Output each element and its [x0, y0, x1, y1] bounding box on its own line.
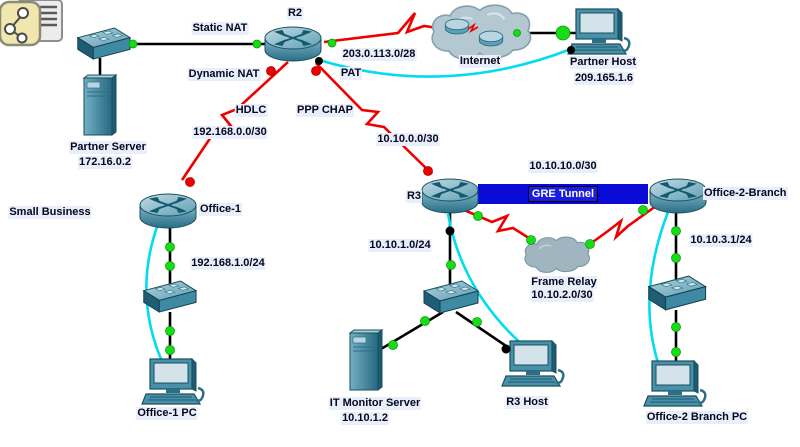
cable-console-r3-to-r3host[interactable]: [446, 213, 527, 349]
link-status-dot: [165, 242, 175, 252]
console-endpoint-dot: [445, 226, 455, 236]
link-status-dot-down: [266, 66, 276, 76]
device-label-frame-relay: Frame Relay: [530, 276, 598, 289]
device-label-internet: Internet: [458, 55, 502, 68]
link-status-dot: [513, 29, 521, 37]
link-status-dot: [671, 253, 681, 263]
corner-cluster-icon[interactable]: [0, 0, 63, 47]
device-label-partner-server: Partner Server: [69, 141, 147, 154]
it-monitor-server[interactable]: [349, 329, 383, 391]
device-label-office1-pc: Office-1 PC: [136, 407, 198, 420]
link-status-dot-down: [311, 66, 321, 76]
link-status-dot-down: [423, 166, 433, 176]
internet-inner-link: [467, 22, 479, 34]
link-status-dot: [165, 261, 175, 271]
link-status-dot: [446, 260, 456, 270]
annotation-small-business: Small Business: [8, 206, 92, 219]
annotation-hdlc: HDLC: [234, 104, 268, 117]
cable-serial-r3-to-framerelay[interactable]: [463, 208, 533, 242]
ip-partner-server: 172.16.0.2: [78, 156, 132, 169]
link-status-dot: [128, 39, 138, 49]
link-status-dot: [473, 211, 483, 221]
console-endpoint-dot: [315, 57, 323, 65]
subnet-gre-tunnel: 10.10.10.0/30: [528, 160, 598, 173]
router-r2[interactable]: [264, 26, 322, 62]
device-label-r3-host: R3 Host: [505, 396, 549, 409]
link-status-dot: [671, 347, 681, 357]
cable-serial-ppp-r2-to-r3[interactable]: [315, 62, 433, 175]
device-label-r2: R2: [286, 7, 304, 20]
subnet-r3-lan: 10.10.1.0/24: [368, 239, 432, 252]
link-status-dot: [420, 316, 430, 326]
link-status-dot-down: [185, 177, 195, 187]
cable-switch-to-r3host[interactable]: [455, 310, 513, 352]
cable-switch-to-itserver[interactable]: [375, 310, 444, 354]
subnet-internet-link: 203.0.113.0/28: [341, 48, 417, 61]
office1-switch[interactable]: [143, 280, 197, 313]
office2-switch[interactable]: [648, 275, 707, 311]
link-status-dot: [165, 326, 175, 336]
link-status-dot: [585, 239, 595, 249]
device-label-office2-branch: Office-2-Branch: [703, 187, 788, 200]
link-status-dot: [638, 205, 648, 215]
internet-inner-router-icon: [444, 18, 470, 35]
link-status-dot: [555, 25, 571, 41]
annotation-dynamic-nat: Dynamic NAT: [187, 68, 261, 81]
partner-host-pc[interactable]: [566, 8, 631, 56]
link-status-dot: [388, 340, 398, 350]
device-label-office1: Office-1: [199, 203, 242, 216]
link-status-dot: [671, 322, 681, 332]
central-switch[interactable]: [423, 280, 479, 314]
office2-branch-pc[interactable]: [642, 360, 707, 408]
cable-serial-framerelay-to-office2[interactable]: [589, 204, 657, 246]
office1-pc[interactable]: [140, 358, 205, 406]
link-status-dot: [327, 38, 337, 48]
ip-it-monitor-server: 10.10.1.2: [341, 412, 389, 425]
device-label-partner-host: Partner Host: [568, 56, 638, 69]
console-endpoint-dot: [501, 344, 511, 354]
internet-inner-router-icon: [478, 30, 504, 47]
ip-partner-host: 209.165.1.6: [573, 72, 635, 85]
device-label-office2-branch-pc: Office-2 Branch PC: [645, 411, 749, 424]
subnet-office2-lan: 10.10.3.1/24: [689, 234, 753, 247]
console-endpoint-dot: [567, 46, 575, 54]
device-label-r3: R3: [405, 190, 423, 203]
subnet-ppp-link: 10.10.0.0/30: [376, 133, 440, 146]
annotation-pat: PAT: [339, 67, 363, 80]
partner-server[interactable]: [83, 74, 117, 136]
link-status-dots: [128, 25, 681, 357]
link-status-dot: [165, 345, 175, 355]
device-label-it-monitor-server: IT Monitor Server: [328, 397, 422, 410]
link-status-dot: [252, 39, 262, 49]
annotation-gre-tunnel[interactable]: GRE Tunnel: [527, 186, 599, 202]
router-office1[interactable]: [139, 193, 197, 229]
router-office2-branch[interactable]: [649, 178, 707, 214]
link-status-dot: [671, 226, 681, 236]
router-r3[interactable]: [421, 178, 479, 214]
subnet-hdlc-link: 192.168.0.0/30: [192, 126, 268, 139]
annotation-static-nat: Static NAT: [191, 22, 249, 35]
link-status-dot: [526, 235, 536, 245]
subnet-office1-lan: 192.168.1.0/24: [190, 257, 266, 270]
cable-serial-r2-to-internet[interactable]: [323, 12, 453, 44]
annotation-ppp-chap: PPP CHAP: [295, 104, 355, 117]
subnet-frame-relay: 10.10.2.0/30: [530, 289, 594, 302]
partner-switch[interactable]: [77, 27, 131, 60]
cable-serial-hdlc-r2-to-office1[interactable]: [180, 61, 289, 181]
r3-host-pc[interactable]: [500, 340, 565, 388]
link-status-dot: [472, 317, 482, 327]
